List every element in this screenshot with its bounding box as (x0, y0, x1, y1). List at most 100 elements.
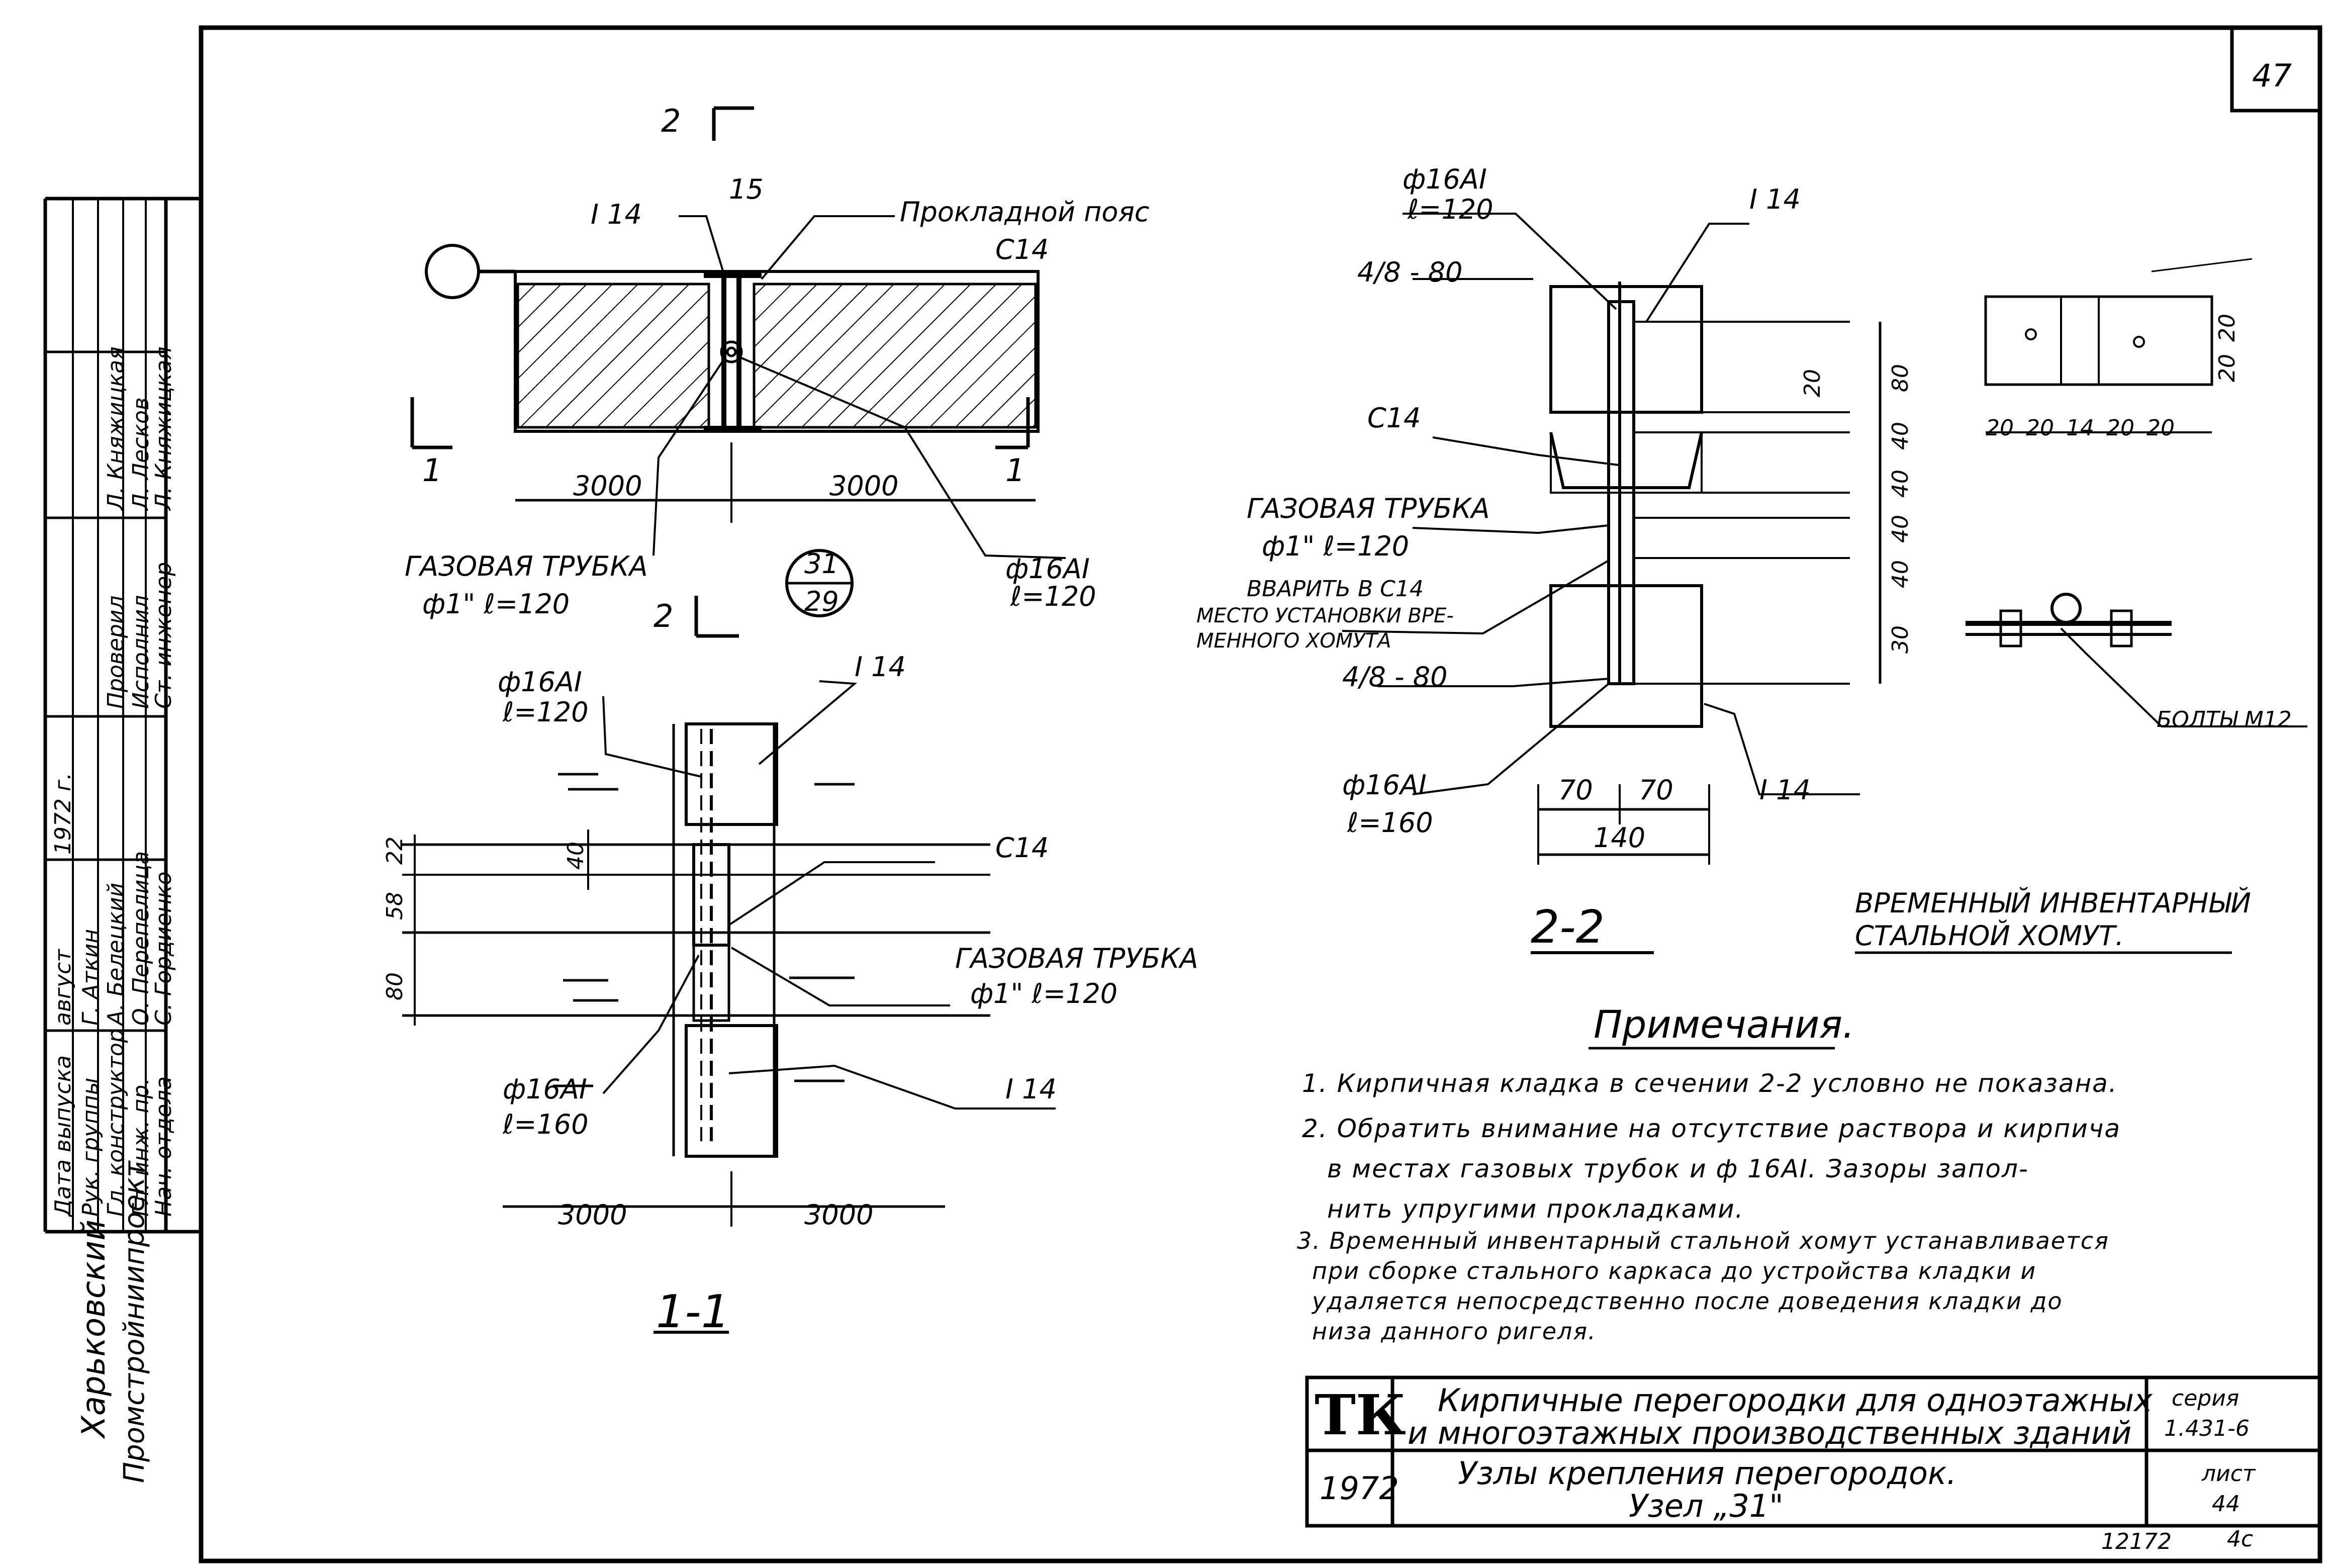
plan-gas-tube-label: ГАЗОВАЯ ТРУБКА (405, 550, 648, 582)
stamp-role2-1: Ст. инженер (151, 562, 176, 709)
clamp-bolts-label: БОЛТЫ M12 (2157, 707, 2292, 732)
plan-view (410, 106, 1066, 638)
s22-dim-v-4: 40 (1888, 515, 1913, 543)
plan-i14-label: I 14 (591, 199, 642, 230)
plan-section-mark-left: 1 (422, 452, 442, 489)
node-number-top: 31 (804, 548, 839, 580)
s11-dim-80: 80 (382, 972, 408, 1000)
clamp-caption-1: ВРЕМЕННЫЙ ИНВЕНТАРНЫЙ (1855, 887, 2251, 919)
note-1: 1. Кирпичная кладка в сечении 2-2 условн… (1302, 1069, 2118, 1098)
title-block-logo: ТК (1315, 1382, 1406, 1447)
title-block-sheet: 44 (2212, 1491, 2240, 1517)
stamp-role-1: Нач. отдела (151, 1076, 176, 1217)
section-2-2-view (1342, 213, 1882, 954)
s22-weld-note-2: МЕСТО УСТАНОВКИ ВРЕ- (1196, 604, 1454, 627)
s22-dim-140: 140 (1594, 822, 1646, 854)
plan-rod-length: ℓ=120 (1010, 581, 1096, 612)
title-block-year: 1972 (1320, 1470, 1399, 1507)
s11-rod-top-length: ℓ=120 (503, 696, 589, 728)
s22-weld-top: 4/8 - 80 (1357, 256, 1463, 288)
title-block-title-2: и многоэтажных производственных зданий (1408, 1415, 2132, 1451)
s22-i14-top: I 14 (1749, 183, 1801, 215)
sheet-frame (199, 25, 2322, 1563)
s22-i14-bottom: I 14 (1759, 774, 1811, 806)
stamp-name2-1: Л. Княжицкая (151, 346, 176, 510)
note-2b: в местах газовых трубок и ф 16AI. Зазоры… (1327, 1154, 2029, 1183)
stamp-name2-3: Л. Княжицкая (103, 346, 129, 510)
s11-dim-right: 3000 (804, 1199, 874, 1231)
s22-gas-tube-size: ф1" ℓ=120 (1262, 530, 1410, 562)
s11-dim-22: 22 (382, 837, 408, 865)
corner-sheet-number: 47 (2252, 57, 2292, 94)
stamp-org-1: Харьковский (75, 1220, 113, 1438)
plan-dim-right: 3000 (829, 470, 899, 502)
stamp-role-4: Рук. группы (78, 1077, 104, 1217)
stamp-role2-2: Исполнил (128, 595, 154, 709)
stamp-role2-3: Проверил (103, 595, 129, 709)
clamp-dim-3: 14 (2066, 415, 2094, 441)
plan-dim-15: 15 (729, 173, 764, 205)
title-block-sheet-label: лист (2202, 1461, 2256, 1487)
s22-dim-v-3: 40 (1888, 470, 1913, 498)
title-block-series: 1.431-6 (2164, 1416, 2250, 1441)
s22-weld-bottom: 4/8 - 80 (1342, 661, 1448, 693)
stamp-role-5: Дата выпуска (50, 1055, 76, 1217)
note-2a: 2. Обратить внимание на отсутствие раств… (1302, 1114, 2121, 1143)
plan-section-mark-top: 2 (661, 103, 681, 139)
s22-rod-bottom-length: ℓ=160 (1347, 807, 1433, 839)
s11-rod-bottom-length: ℓ=160 (503, 1109, 589, 1140)
note-3a: 3. Временный инвентарный стальной хомут … (1297, 1227, 2109, 1254)
s22-dim-70b: 70 (1639, 774, 1673, 806)
stamp-name-2: О. Перепелица (128, 851, 154, 1026)
note-3c: удаляется непосредственно после доведени… (1312, 1287, 2063, 1315)
stamp-year: 1972 г. (50, 772, 76, 855)
s22-rod-bottom: ф16AI (1342, 769, 1427, 801)
plan-prokladnoy-label: Прокладной пояс (900, 196, 1150, 228)
s11-i14-bottom: I 14 (1005, 1073, 1057, 1105)
section-1-1-title: 1-1 (656, 1285, 730, 1338)
clamp-dim-2: 20 (2026, 415, 2054, 441)
section-2-2-title: 2-2 (1531, 901, 1605, 954)
s11-dim-40: 40 (563, 842, 589, 870)
s11-gas-tube: ГАЗОВАЯ ТРУБКА (955, 943, 1198, 974)
s11-rod-top: ф16AI (498, 666, 582, 698)
s11-c14: C14 (995, 832, 1049, 864)
s11-gas-tube-size: ф1" ℓ=120 (970, 978, 1118, 1009)
stamp-role-3: Гл. конструктор (103, 1029, 129, 1217)
s22-dim-v-1: 80 (1888, 364, 1913, 392)
clamp-dim-v-1: 20 (2214, 314, 2240, 342)
s22-rod-top-length: ℓ=120 (1408, 194, 1494, 225)
plan-section-mark-right: 1 (1005, 452, 1025, 489)
notes-heading: Примечания. (1594, 1002, 1855, 1047)
s22-weld-note-1: ВВАРИТЬ В C14 (1247, 576, 1424, 602)
bottom-page: 4c (2227, 1526, 2254, 1552)
s22-dim-v-5: 40 (1888, 560, 1913, 588)
stamp-name-1: С. Гордиенко (151, 871, 176, 1026)
s11-rod-bottom: ф16AI (503, 1073, 587, 1105)
stamp-name-3: А. Белецкий (103, 882, 129, 1026)
plan-gas-tube-size: ф1" ℓ=120 (422, 588, 570, 620)
s11-dim-left: 3000 (558, 1199, 627, 1231)
s22-dim-70a: 70 (1558, 774, 1593, 806)
clamp-dim-v-2: 20 (2214, 354, 2240, 382)
s22-dim-20: 20 (1800, 369, 1825, 397)
s22-dim-v-2: 40 (1888, 422, 1913, 450)
title-block-lines (1305, 1375, 2322, 1528)
clamp-dim-4: 20 (2106, 415, 2134, 441)
plan-section-mark-bottom: 2 (654, 598, 674, 634)
plan-rod-label: ф16AI (1005, 553, 1090, 585)
clamp-detail-view (1855, 258, 2307, 954)
s11-i14-top: I 14 (855, 651, 906, 683)
note-3b: при сборке стального каркаса до устройст… (1312, 1257, 2037, 1284)
note-3d: низа данного ригеля. (1312, 1318, 1597, 1345)
title-block-subtitle-1: Узлы крепления перегородок. (1458, 1455, 1957, 1492)
left-stamp-lines (43, 197, 201, 1234)
clamp-caption-2: СТАЛЬНОЙ ХОМУТ. (1855, 920, 2124, 952)
section-1-1-view (402, 680, 1056, 1334)
stamp-role-2: Гл. инж. пр. (128, 1077, 154, 1217)
title-block-subtitle-2: Узел „31" (1629, 1488, 1784, 1524)
stamp-name2-2: Л. Лесков (128, 397, 154, 510)
clamp-dim-5: 20 (2147, 415, 2175, 441)
plan-dim-left: 3000 (573, 470, 642, 502)
